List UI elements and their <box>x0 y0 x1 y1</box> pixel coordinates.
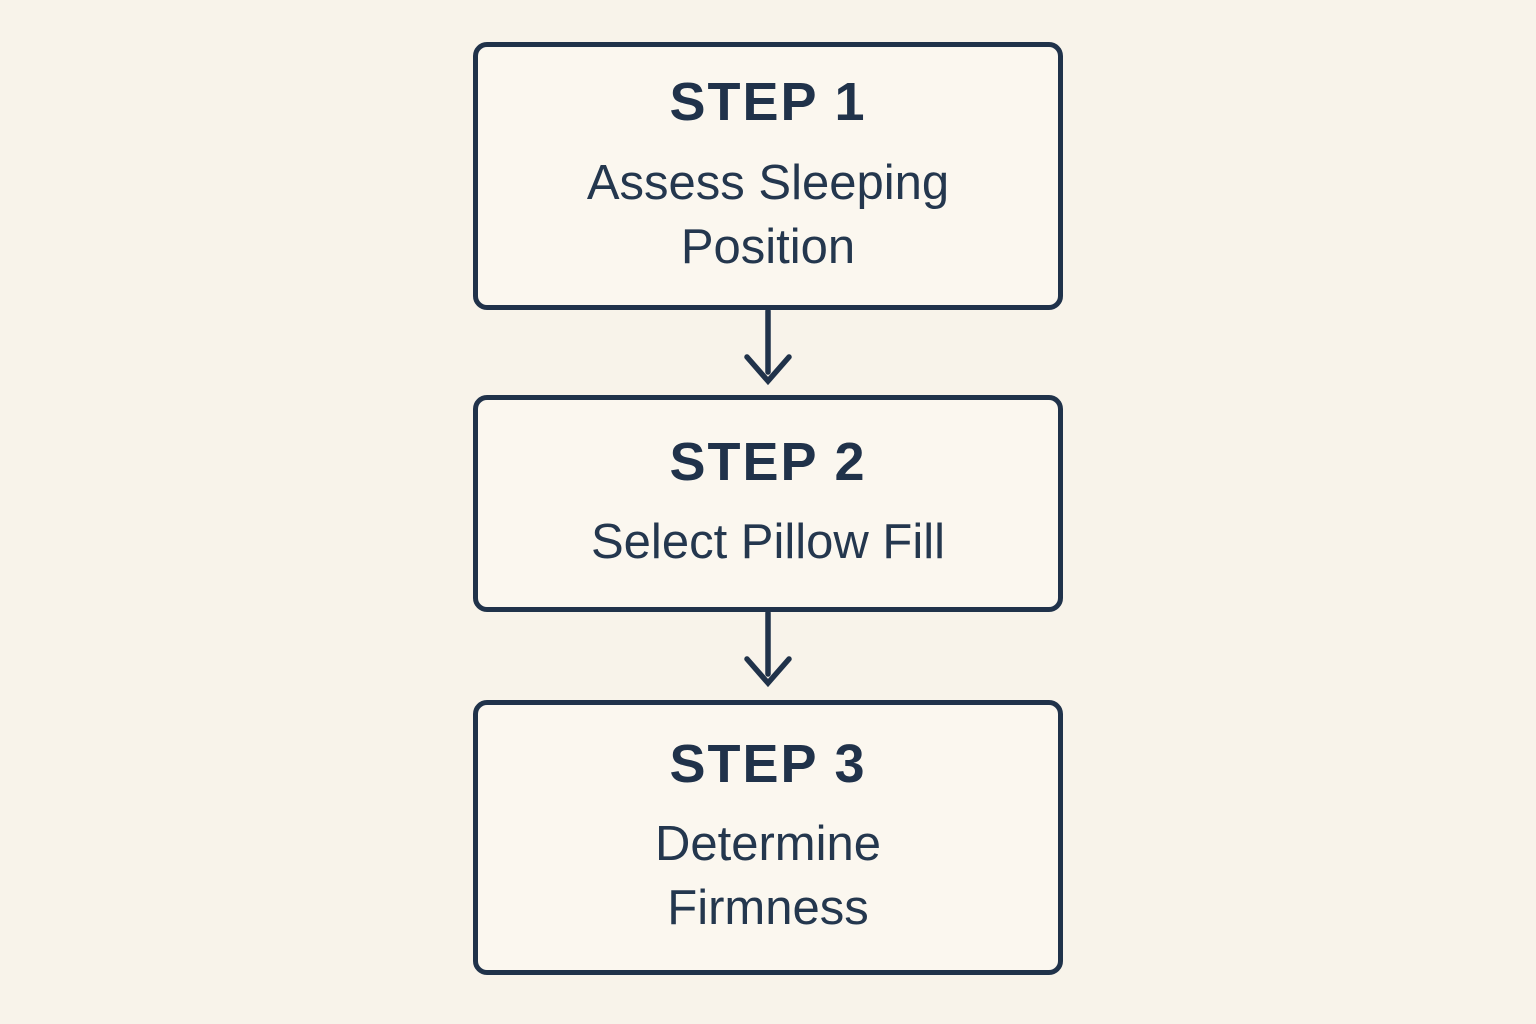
step-1-label: STEP 1 <box>669 72 867 133</box>
arrow-down-icon <box>744 612 792 688</box>
step-3-label: STEP 3 <box>669 733 867 794</box>
step-2-box: STEP 2 Select Pillow Fill <box>473 395 1063 612</box>
step-2-label: STEP 2 <box>669 431 867 492</box>
arrow-down-icon <box>744 310 792 386</box>
connector-2 <box>744 612 792 700</box>
step-2-title: Select Pillow Fill <box>591 515 945 570</box>
step-1-box: STEP 1 Assess Sleeping Position <box>473 42 1063 310</box>
step-3-title: Determine Firmness <box>654 817 882 936</box>
connector-1 <box>744 310 792 395</box>
step-1-title: Assess Sleeping Position <box>586 155 950 274</box>
step-3-box: STEP 3 Determine Firmness <box>473 700 1063 975</box>
